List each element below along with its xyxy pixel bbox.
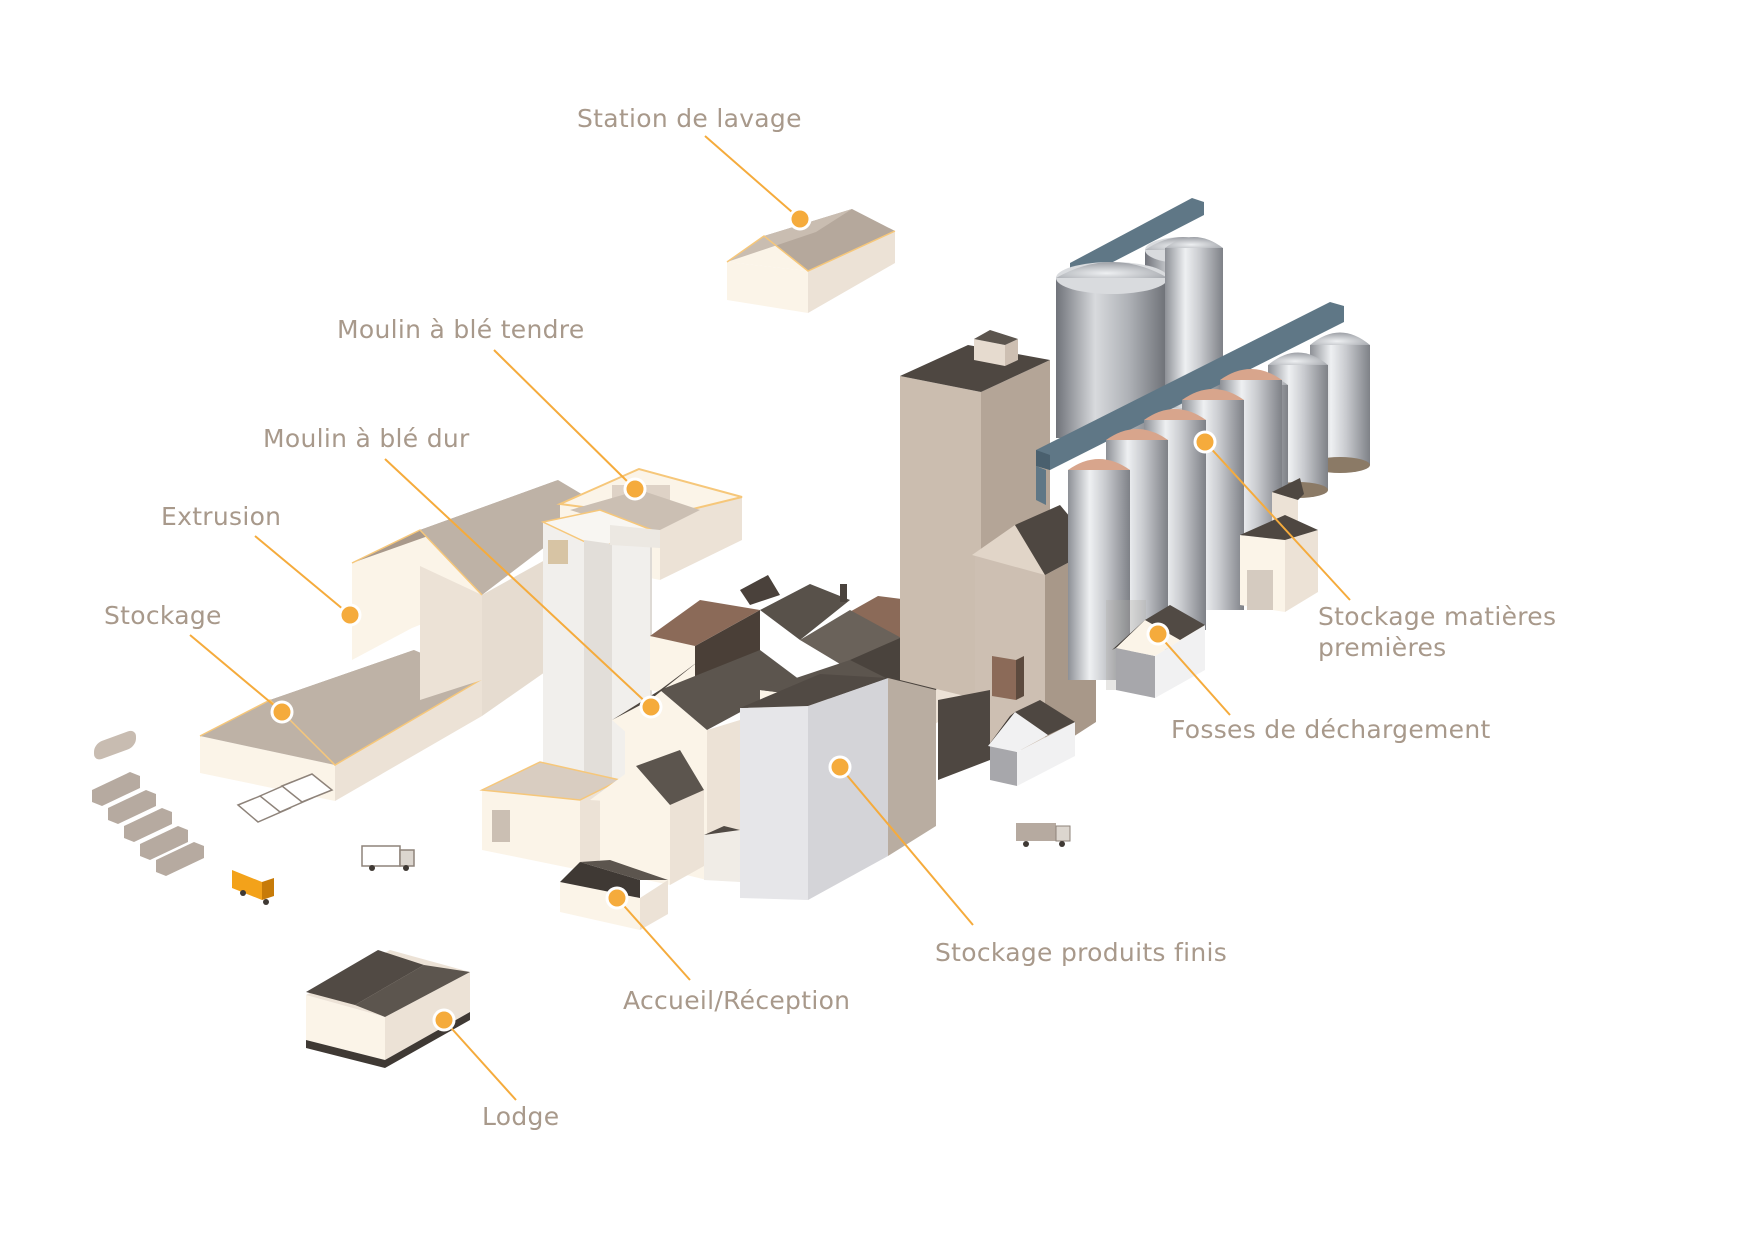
truck-icon [361, 845, 415, 871]
location-dot-icon [338, 603, 362, 627]
label-accueil-reception: Accueil/Réception [623, 986, 851, 1015]
leader-line-moulin-tendre [493, 349, 636, 490]
extrusion-building [351, 480, 600, 716]
label-fosses-de-dechargement: Fosses de déchargement [1171, 715, 1491, 744]
label-moulin-ble-tendre: Moulin à blé tendre [337, 315, 585, 344]
markers [270, 207, 1217, 1032]
location-dot-icon [639, 695, 663, 719]
conveyor-gantry [1036, 302, 1344, 505]
leader-line-moulin-dur [384, 458, 652, 708]
leader-line-accueil [616, 897, 691, 981]
location-dot-icon [432, 1008, 456, 1032]
location-dot-icon [1146, 622, 1170, 646]
label-stockage-produits-finis: Stockage produits finis [935, 938, 1228, 967]
leader-line-extrusion [254, 535, 351, 616]
truck-icon [156, 842, 204, 876]
truck-icon [108, 790, 156, 824]
location-dot-icon [1193, 430, 1217, 454]
label-stockage: Stockage [104, 601, 222, 630]
label-station-de-lavage: Station de lavage [577, 104, 802, 133]
leader-lines [189, 135, 1351, 1101]
location-dot-icon [270, 700, 294, 724]
location-dot-icon [788, 207, 812, 231]
location-dot-icon [623, 477, 647, 501]
truck-icon [92, 772, 140, 806]
leader-line-stockage-produits [839, 766, 974, 926]
central-mill-buildings [479, 575, 972, 930]
stockage-building [199, 650, 483, 801]
leader-line-stockage [189, 634, 283, 713]
truck-icon [232, 870, 274, 905]
label-moulin-ble-dur: Moulin à blé dur [263, 424, 470, 453]
truck-icon [140, 826, 188, 860]
label-stockage-matieres-premieres: Stockage matières premières [1318, 602, 1557, 662]
leader-line-lodge [443, 1019, 517, 1101]
location-dot-icon [828, 755, 852, 779]
leader-line-stockage-matieres [1204, 441, 1351, 601]
truck-icon [1016, 823, 1071, 847]
label-extrusion: Extrusion [161, 502, 282, 531]
label-lodge: Lodge [482, 1102, 560, 1131]
leader-line-fosses [1157, 633, 1231, 716]
truck-icon [280, 773, 334, 803]
truck-icon [124, 808, 172, 842]
truck-icon [94, 730, 136, 760]
leader-line-station-lavage [704, 135, 801, 220]
lodge-building [306, 950, 470, 1068]
station-de-lavage-building [726, 209, 896, 313]
truck-fleet [92, 730, 1071, 905]
intake-house [1240, 478, 1318, 612]
location-dot-icon [605, 886, 629, 910]
